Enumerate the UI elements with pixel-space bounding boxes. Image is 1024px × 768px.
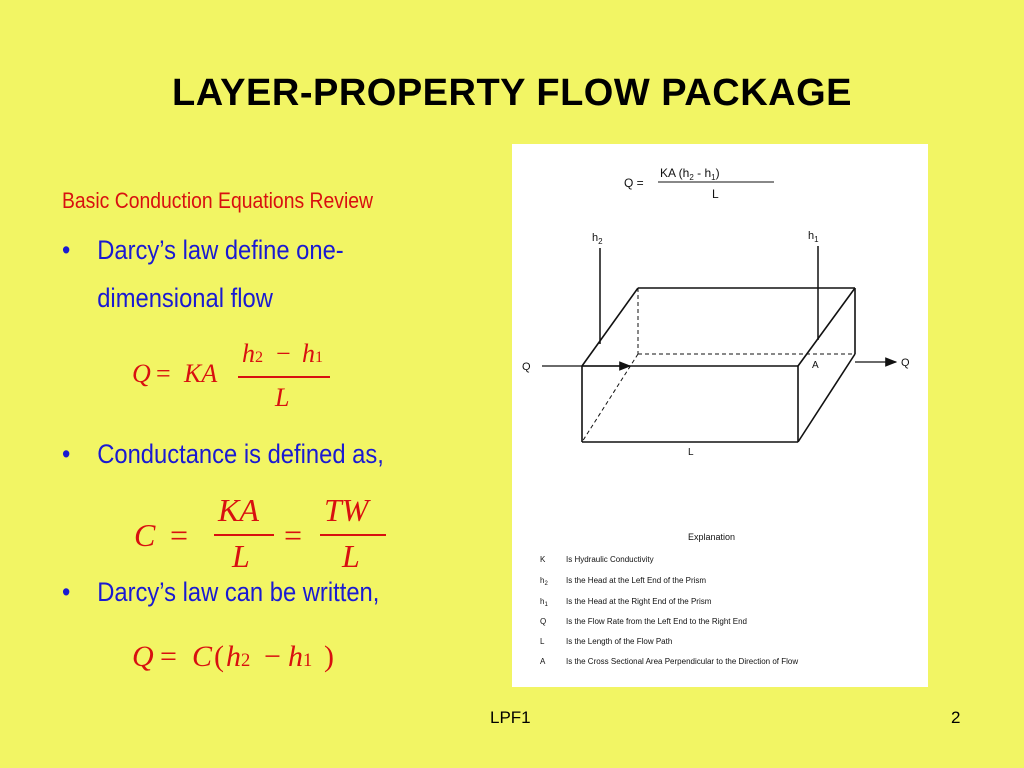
fig-label-h2: h2 (592, 232, 603, 246)
eq2-den2: L (342, 538, 360, 574)
eq2-equals-1: = (170, 517, 189, 553)
legend-description: Is the Head at the Right End of the Pris… (566, 597, 712, 606)
eq2-num1: KA (218, 492, 259, 528)
eq3-h1: h1 (288, 640, 313, 673)
eq1-den: L (275, 383, 290, 412)
fig-formula-num: KA (h2 - h1) (660, 166, 720, 182)
eq1-coef: KA (184, 359, 218, 388)
fig-formula-lhs: Q = (624, 176, 644, 190)
fig-label-l: L (688, 447, 694, 458)
legend-symbol: h2 (540, 576, 548, 587)
bullet-marker: • (62, 577, 71, 607)
prism-flow-figure: Q = KA (h2 - h1) L h2 h1 (512, 144, 928, 687)
eq1-lhs: Q (132, 359, 151, 388)
eq3-h2: h2 (226, 640, 251, 673)
legend-description: Is the Length of the Flow Path (566, 637, 672, 646)
legend-symbol: h1 (540, 597, 548, 608)
fig-legend: K Is Hydraulic Conductivity h2 Is the He… (540, 555, 798, 666)
bullet-text: Darcy’s law can be written, (97, 577, 380, 607)
fig-explanation-title: Explanation (688, 532, 735, 542)
fig-label-a: A (812, 360, 819, 371)
fig-prism (581, 287, 856, 443)
prism-diagram-svg: Q = KA (h2 - h1) L h2 h1 (522, 166, 910, 666)
slide-title: LAYER-PROPERTY FLOW PACKAGE (172, 72, 852, 114)
legend-symbol: A (540, 657, 546, 666)
equation-conductance: C = KA L = TW L (134, 490, 404, 580)
bullet-text: Conductance is defined as, (97, 439, 384, 469)
eq3-lhs: Q (132, 640, 154, 673)
eq3-c: C (192, 640, 213, 673)
eq1-num-h1: h1 (302, 339, 324, 368)
fig-label-q-left: Q (522, 361, 531, 373)
eq3-open-paren: ( (214, 640, 224, 673)
eq3-minus: − (264, 640, 281, 673)
bullet-marker: • (62, 439, 71, 469)
legend-description: Is the Flow Rate from the Left End to th… (566, 617, 747, 626)
eq3-close-paren: ) (324, 640, 334, 673)
eq2-fraction-bar-2 (320, 534, 386, 536)
legend-symbol: Q (540, 617, 546, 626)
eq1-num-h2: h2 (242, 339, 264, 368)
fig-label-q-right: Q (901, 357, 910, 369)
eq1-fraction-bar (238, 376, 330, 378)
eq2-equals-2: = (284, 517, 303, 553)
eq2-fraction-bar-1 (214, 534, 274, 536)
legend-symbol: K (540, 555, 546, 564)
eq2-lhs: C (134, 517, 156, 553)
bullet-marker: • (62, 235, 71, 265)
eq2-num2: TW (324, 492, 369, 528)
legend-symbol: L (540, 637, 545, 646)
legend-description: Is the Head at the Left End of the Prism (566, 576, 706, 585)
page-number: 2 (951, 708, 961, 727)
eq1-equals: = (156, 359, 171, 388)
eq3-equals: = (160, 640, 177, 673)
fig-label-h1: h1 (808, 230, 819, 244)
eq1-minus: − (276, 339, 291, 368)
fig-formula-den: L (712, 187, 719, 201)
footer-label: LPF1 (490, 708, 531, 727)
equation-darcy: Q = KA h2 − h1 L (132, 335, 342, 415)
subheading: Basic Conduction Equations Review (62, 188, 374, 213)
legend-description: Is the Cross Sectional Area Perpendicula… (566, 657, 798, 666)
equation-darcy-conductance: Q = C ( h2 − h1 ) (132, 640, 352, 685)
legend-description: Is Hydraulic Conductivity (566, 555, 654, 564)
bullet-text-line1: Darcy’s law define one- (97, 235, 344, 265)
eq2-den1: L (232, 538, 250, 574)
bullet-text-line2: dimensional flow (97, 283, 273, 313)
